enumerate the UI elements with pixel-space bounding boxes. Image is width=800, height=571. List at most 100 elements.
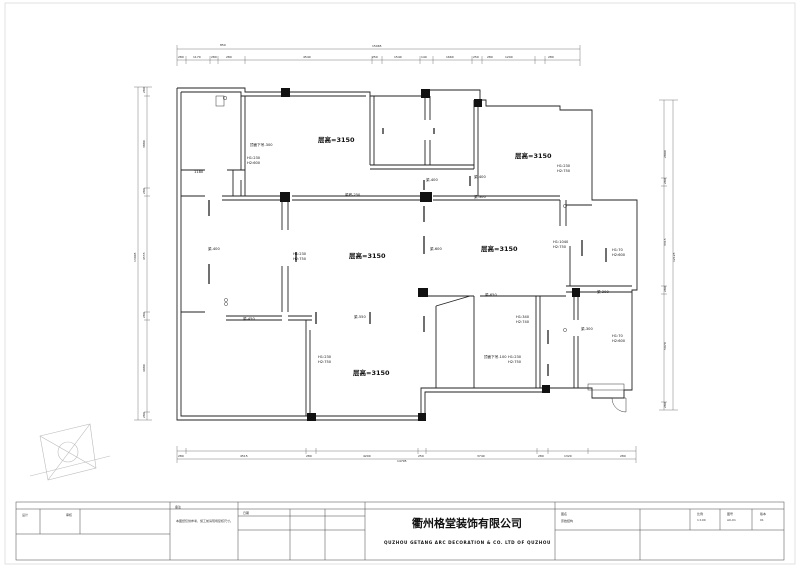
tag-20: 梁-600 bbox=[430, 246, 442, 251]
dim-right-4: 5070 bbox=[663, 342, 667, 350]
entry-door bbox=[611, 397, 627, 413]
dim-left-4: 280 bbox=[142, 312, 146, 318]
top-dimensions bbox=[176, 45, 581, 66]
tag-17: 梁-400 bbox=[474, 174, 486, 179]
dim-right-5: 280 bbox=[663, 402, 667, 408]
dim-right-3: 280 bbox=[663, 286, 667, 292]
room-label-living: 层高=3150 bbox=[348, 251, 386, 260]
dim-top-sub: 850 bbox=[220, 43, 226, 47]
tag-14: H2:600 bbox=[612, 339, 626, 343]
tag-4: H2:750 bbox=[557, 169, 571, 173]
dim-top-11: 1200 bbox=[505, 55, 513, 59]
tag-1: H1:230 bbox=[247, 156, 261, 160]
tb-field-check: 审核 bbox=[66, 512, 72, 517]
tb-field-note: 备注 bbox=[175, 504, 181, 509]
right-dimensions bbox=[659, 99, 678, 411]
dim-bottom-3: 4200 bbox=[363, 454, 371, 458]
bottom-dimensions bbox=[176, 446, 637, 463]
dim-top-5: 250 bbox=[372, 55, 378, 59]
dim-bottom-total: 14795 bbox=[397, 459, 407, 463]
dim-bottom-7: 1320 bbox=[564, 454, 572, 458]
tb-value-no: A0-01 bbox=[727, 518, 736, 522]
tag-24: 梁-200 bbox=[597, 289, 609, 294]
tb-field-date: 日期 bbox=[243, 510, 249, 515]
windows bbox=[208, 128, 607, 376]
room-label-dining: 层高=3150 bbox=[480, 244, 518, 253]
room-label-study: 层高=3150 bbox=[352, 368, 390, 377]
dim-top-2: 280 bbox=[211, 55, 217, 59]
dim-left-5: 4980 bbox=[142, 364, 146, 372]
dim-right-0: 2890 bbox=[663, 150, 667, 158]
dim-bottom-8: 280 bbox=[620, 454, 626, 458]
dim-bottom-4: 250 bbox=[418, 454, 424, 458]
tag-h-3: H1:230 bbox=[318, 355, 332, 359]
tag-5: H1:1040 bbox=[553, 240, 569, 244]
dim-top-9: 250 bbox=[473, 55, 479, 59]
dim-top-1: 1170 bbox=[193, 55, 201, 59]
dim-left-3: 4555 bbox=[142, 252, 146, 260]
dim-bottom-0: 280 bbox=[178, 454, 184, 458]
tb-field-rev: 版本 bbox=[760, 511, 766, 516]
company-name-en: QUZHOU GETANG ARC DECORATION & CO. LTD O… bbox=[384, 540, 551, 545]
tag-21: 梁-450 bbox=[243, 316, 255, 321]
tag-13: H1:70 bbox=[612, 334, 623, 338]
dim-left-2: 280 bbox=[142, 188, 146, 194]
tag-7: H1:70 bbox=[612, 248, 623, 252]
tag-16: 梁-400 bbox=[426, 177, 438, 182]
tb-field-name: 图名 bbox=[561, 511, 567, 516]
tb-note-0: 本图纸仅供参考，施工前请现场复核尺寸。 bbox=[176, 518, 233, 523]
room-label-master: 层高=3150 bbox=[514, 151, 552, 160]
tag-18: 梁-300 bbox=[474, 194, 486, 199]
dim-top-10: 280 bbox=[487, 55, 493, 59]
tb-field-design: 设计 bbox=[22, 512, 28, 517]
tag-26: 顶面下吊-100 bbox=[484, 354, 507, 359]
dim-right-1: 280 bbox=[663, 178, 667, 184]
dim-bottom-5: 3740 bbox=[477, 454, 485, 458]
dim-top-total: 15065 bbox=[372, 44, 382, 48]
fixtures bbox=[215, 95, 625, 391]
dim-left-0: 280 bbox=[142, 87, 146, 93]
tb-value-scale: 1:100 bbox=[697, 518, 706, 522]
tag-22: 梁-550 bbox=[354, 314, 366, 319]
tag-0: 顶面下吊-300 bbox=[250, 142, 273, 147]
tag-10: H2:740 bbox=[516, 320, 530, 324]
sheet-border bbox=[4, 2, 796, 565]
tb-field-no: 图号 bbox=[727, 511, 733, 516]
dim-bottom-2: 280 bbox=[306, 454, 312, 458]
tag-3: H1:230 bbox=[557, 164, 571, 168]
company-name-cn: 衢州格堂装饰有限公司 bbox=[412, 516, 522, 530]
dim-bottom-6: 280 bbox=[538, 454, 544, 458]
walls bbox=[176, 87, 638, 421]
tag-27: 1180 bbox=[194, 170, 204, 174]
tag-15: 梁底-250 bbox=[345, 192, 361, 197]
structural-columns bbox=[280, 88, 580, 421]
dim-bottom-1: 4515 bbox=[240, 454, 248, 458]
tb-field-scale: 比例 bbox=[697, 511, 703, 516]
tag-25: 梁-300 bbox=[581, 326, 593, 331]
tag-6: H2:750 bbox=[553, 245, 567, 249]
tag-11: H1:230 bbox=[508, 355, 522, 359]
dim-right-2: 3315 bbox=[663, 238, 667, 246]
dim-top-8: 1660 bbox=[446, 55, 454, 59]
dim-top-6: 1540 bbox=[394, 55, 402, 59]
tag-12: H2:750 bbox=[508, 360, 522, 364]
tag-8: H2:600 bbox=[612, 253, 626, 257]
dim-top-3: 280 bbox=[226, 55, 232, 59]
title-block bbox=[15, 501, 785, 561]
left-dimensions bbox=[134, 86, 152, 421]
dim-left-6: 280 bbox=[142, 412, 146, 418]
dim-top-12: 280 bbox=[548, 55, 554, 59]
dim-top-0: 280 bbox=[178, 55, 184, 59]
tb-value-rev: 01 bbox=[760, 518, 764, 522]
tag-2: H2:600 bbox=[247, 161, 261, 165]
room-label-bedroom: 层高=3150 bbox=[317, 135, 355, 144]
compass-logo bbox=[29, 423, 111, 481]
tag-h-2: H2:750 bbox=[293, 257, 307, 261]
tag-23: 梁-650 bbox=[485, 292, 497, 297]
tb-value-name: 原始结构 bbox=[561, 518, 573, 523]
tag-h-4: H2:750 bbox=[318, 360, 332, 364]
dim-top-7: 140 bbox=[421, 55, 427, 59]
dim-left-1: 3880 bbox=[142, 140, 146, 148]
